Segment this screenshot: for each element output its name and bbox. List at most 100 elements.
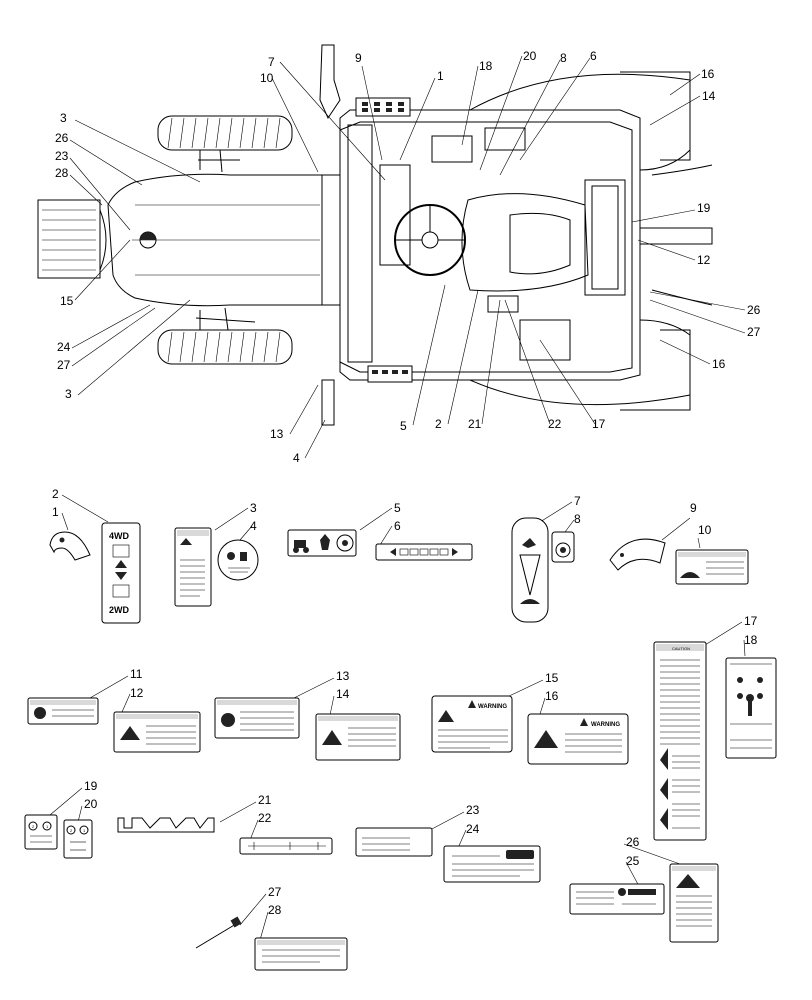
callout-20-top: 20: [523, 49, 537, 63]
callout-17: 17: [744, 614, 758, 628]
callout-19: 19: [84, 779, 98, 793]
callout-2-top: 2: [435, 417, 442, 431]
callout-23-a: 23: [55, 149, 69, 163]
callout-3: 3: [250, 501, 257, 515]
top-view-callouts: 7 10 9 1 18 20 8 6 16 14 3 26 23 28 19 1…: [55, 49, 761, 465]
callout-17-top: 17: [592, 417, 606, 431]
callout-16-b: 16: [712, 357, 726, 371]
decal-7-throttle: [511, 517, 549, 623]
callout-27: 27: [268, 885, 282, 899]
callout-14: 14: [336, 687, 350, 701]
decal-group-25-26: 26 25: [569, 835, 719, 943]
decal-25: [569, 883, 665, 915]
decal-20-dial-2: 2: [70, 828, 73, 833]
decal-group-7-8: 7 8: [511, 494, 581, 623]
callout-27-b: 27: [747, 325, 761, 339]
callout-8-top: 8: [560, 51, 567, 65]
decal-16-warning-text: WARNING: [591, 722, 620, 728]
callout-5-top: 5: [400, 419, 407, 433]
callout-20: 20: [84, 797, 98, 811]
decal-group-13-14: 13 14: [214, 669, 401, 761]
callout-4-top: 4: [293, 451, 300, 465]
callout-24: 24: [466, 822, 480, 836]
callout-26-b: 26: [747, 303, 761, 317]
callout-6-top: 6: [590, 49, 597, 63]
callout-13: 13: [336, 669, 350, 683]
callout-22: 22: [258, 811, 272, 825]
tractor-top-view: [37, 44, 713, 426]
callout-15-a: 15: [60, 294, 74, 308]
decal-14-warning: [315, 713, 401, 761]
callout-1: 1: [52, 505, 59, 519]
callout-3-a: 3: [60, 111, 67, 125]
callout-16-top: 16: [701, 67, 715, 81]
decal-2-4wd-text: 4WD: [109, 531, 130, 541]
callout-10-top: 10: [260, 71, 274, 85]
decal-6-arrow-bar: [375, 543, 473, 561]
decal-group-19-20: 19 20 2 1 2 1: [24, 779, 98, 859]
decal-group-5-6: 5 6: [287, 501, 473, 561]
decal-group-9-10: 9 10: [609, 501, 749, 585]
callout-16: 16: [545, 689, 559, 703]
decal-17-caution-text: CAUTION: [672, 646, 690, 651]
decal-group-1-2: 2 1 4WD 2WD: [49, 487, 141, 624]
decal-3-warning: [174, 527, 212, 607]
callout-18-top: 18: [479, 59, 493, 73]
callout-28: 28: [268, 903, 282, 917]
decal-group-11-12: 11 12: [27, 667, 201, 753]
decal-4-round: [217, 539, 259, 581]
callout-3-b: 3: [65, 387, 72, 401]
decal-19: [24, 814, 58, 850]
callout-13-top: 13: [270, 427, 284, 441]
callout-9-top: 9: [355, 51, 362, 65]
decal-19-dial-1: 1: [46, 824, 49, 829]
callout-22-top: 22: [548, 417, 562, 431]
decal-20-dial-1: 1: [83, 828, 86, 833]
decal-26-warning: [669, 863, 719, 943]
callout-21: 21: [258, 793, 272, 807]
callout-19-top: 19: [697, 201, 711, 215]
decal-group-15-16: 15 16 WARNING WARNING: [431, 671, 629, 765]
callout-7: 7: [574, 494, 581, 508]
callout-7-top: 7: [268, 55, 275, 69]
callout-15: 15: [545, 671, 559, 685]
callout-23: 23: [466, 803, 480, 817]
callout-12: 12: [130, 686, 144, 700]
decal-group-17-18: 17 18 CAUTION: [653, 614, 777, 841]
decal-23: [355, 827, 433, 857]
callout-21-top: 21: [468, 417, 482, 431]
callout-2: 2: [52, 487, 59, 501]
decal-21-shift-pattern: [117, 817, 215, 833]
decal-15-warning-text: WARNING: [478, 704, 507, 710]
decal-16-warning: [527, 713, 629, 765]
callout-5: 5: [394, 501, 401, 515]
callout-27-a: 27: [57, 358, 71, 372]
callout-14-top: 14: [702, 89, 716, 103]
decal-9-arc: [609, 538, 666, 571]
decal-2-2wd-text: 2WD: [109, 605, 130, 615]
callout-4: 4: [250, 519, 257, 533]
callout-10: 10: [698, 523, 712, 537]
callout-1-top: 1: [437, 69, 444, 83]
decal-1-knob: [49, 531, 91, 561]
callout-26-a: 26: [55, 131, 69, 145]
decal-15-warning: [431, 695, 513, 753]
decal-27-dipstick: [195, 923, 237, 949]
decal-19-dial-2: 2: [32, 824, 35, 829]
callout-9: 9: [690, 501, 697, 515]
callout-24-a: 24: [57, 340, 71, 354]
callout-12-top: 12: [697, 253, 711, 267]
decal-group-21-22: 21 22: [117, 793, 333, 855]
decal-group-23-24: 23 24: [355, 803, 541, 883]
decal-group-27-28: 27 28: [195, 885, 348, 971]
top-view-leaders: [69, 55, 746, 459]
callout-18: 18: [744, 633, 758, 647]
callout-26: 26: [626, 835, 640, 849]
callout-28-a: 28: [55, 166, 69, 180]
callout-6: 6: [394, 519, 401, 533]
callout-8: 8: [574, 512, 581, 526]
callout-11: 11: [130, 667, 143, 681]
callout-25: 25: [626, 854, 640, 868]
decal-group-3-4: 3 4: [174, 501, 259, 607]
